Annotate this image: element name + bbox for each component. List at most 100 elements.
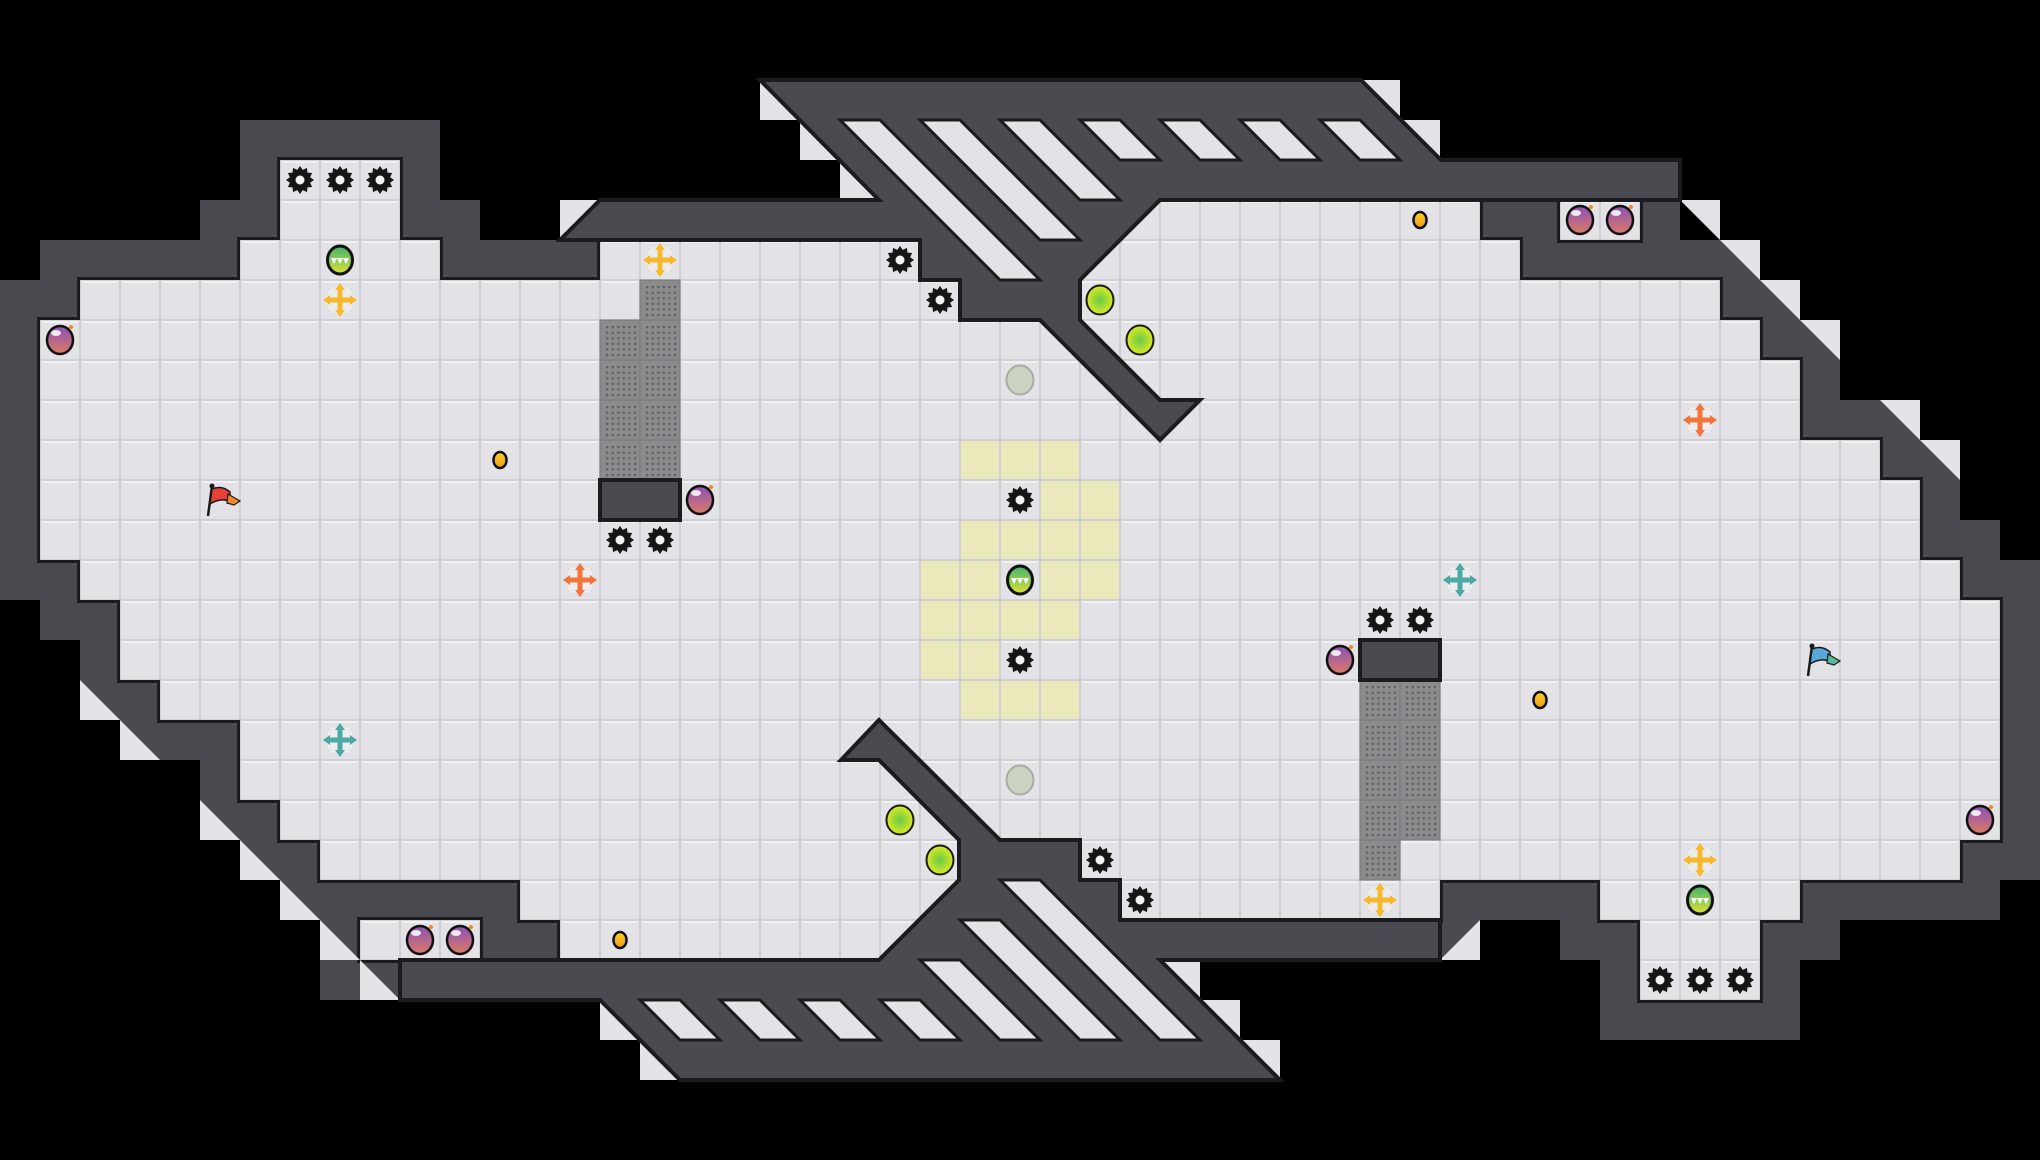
bomb-icon: [1965, 804, 1995, 836]
floor-tile: [800, 720, 840, 760]
floor-tile: [920, 360, 960, 400]
floor-tile: [1400, 240, 1440, 280]
floor-tile: [80, 400, 120, 440]
wall-tile: [280, 840, 320, 880]
floor-tile: [1600, 400, 1640, 440]
wall-tile: [1600, 920, 1640, 960]
floor-tile: [1240, 600, 1280, 640]
floor-tile: [1640, 920, 1680, 960]
floor-tile: [320, 200, 360, 240]
blue-flag-icon: [1806, 643, 1842, 677]
floor-tile: [480, 680, 520, 720]
floor-tile: [1640, 480, 1680, 520]
wall-tile: [200, 720, 240, 760]
wall-tile: [1800, 400, 1840, 440]
floor-tile: [800, 520, 840, 560]
floor-tile: [1200, 800, 1240, 840]
floor-tile: [320, 840, 360, 880]
floor-tile: [320, 360, 360, 400]
floor-tile: [320, 600, 360, 640]
floor-tile: [760, 520, 800, 560]
floor-tile: [1240, 800, 1280, 840]
floor-tile: [1160, 640, 1200, 680]
floor-tile: [1200, 280, 1240, 320]
floor-tile: [440, 480, 480, 520]
floor-tile: [400, 400, 440, 440]
floor-tile: [720, 720, 760, 760]
floor-tile: [200, 600, 240, 640]
wall-notch: [280, 880, 320, 920]
floor-tile: [1280, 600, 1320, 640]
highlight-floor-tile: [1040, 480, 1080, 520]
floor-tile: [600, 600, 640, 640]
floor-tile: [40, 360, 80, 400]
floor-tile: [1880, 600, 1920, 640]
floor-tile: [1200, 480, 1240, 520]
floor-tile: [1600, 640, 1640, 680]
wall-tile: [480, 920, 520, 960]
floor-tile: [1120, 480, 1160, 520]
floor-tile: [800, 280, 840, 320]
wall-tile: [1720, 280, 1760, 320]
floor-tile: [640, 840, 680, 880]
floor-tile: [600, 280, 640, 320]
wall-tile: [1600, 240, 1640, 280]
floor-tile: [280, 600, 320, 640]
floor-tile: [1440, 520, 1480, 560]
structure-gap: [636, 998, 724, 1042]
floor-tile: [1320, 560, 1360, 600]
wall-tile: [1720, 1000, 1760, 1040]
wall-tile: [0, 400, 40, 440]
floor-tile: [1520, 280, 1560, 320]
floor-tile: [1320, 240, 1360, 280]
wall-tile: [0, 280, 40, 320]
floor-tile: [840, 760, 880, 800]
floor-tile: [160, 520, 200, 560]
floor-tile: [1680, 600, 1720, 640]
floor-tile: [840, 240, 880, 280]
floor-tile: [1200, 520, 1240, 560]
floor-tile: [320, 640, 360, 680]
floor-tile: [680, 440, 720, 480]
floor-tile: [400, 480, 440, 520]
solid-block: [1358, 638, 1442, 682]
floor-tile: [720, 400, 760, 440]
floor-tile: [1720, 600, 1760, 640]
floor-tile: [880, 600, 920, 640]
floor-tile: [1320, 600, 1360, 640]
wall-notch: [240, 840, 280, 880]
wall-notch: [200, 800, 240, 840]
floor-tile: [400, 280, 440, 320]
floor-tile: [1720, 680, 1760, 720]
floor-tile: [560, 280, 600, 320]
floor-tile: [1920, 560, 1960, 600]
floor-tile: [800, 320, 840, 360]
floor-tile: [1480, 280, 1520, 320]
floor-tile: [1400, 400, 1440, 440]
floor-tile: [680, 880, 720, 920]
gear-icon: [1406, 606, 1434, 634]
floor-tile: [600, 680, 640, 720]
floor-tile: [1640, 840, 1680, 880]
floor-tile: [1560, 320, 1600, 360]
floor-tile: [1080, 760, 1120, 800]
floor-tile: [1760, 560, 1800, 600]
floor-tile: [1760, 600, 1800, 640]
floor-tile: [240, 400, 280, 440]
floor-tile: [40, 440, 80, 480]
wall-tile: [400, 880, 440, 920]
floor-tile: [1160, 200, 1200, 240]
floor-tile: [640, 800, 680, 840]
floor-tile: [400, 680, 440, 720]
gear-icon: [1686, 966, 1714, 994]
grate-tile: [1359, 799, 1401, 841]
floor-tile: [360, 640, 400, 680]
wall-tile: [1760, 920, 1800, 960]
floor-tile: [1120, 520, 1160, 560]
grate-tile: [1399, 719, 1441, 761]
floor-tile: [1400, 440, 1440, 480]
floor-tile: [480, 480, 520, 520]
floor-tile: [1440, 440, 1480, 480]
wall-tile: [400, 200, 440, 240]
floor-tile: [1720, 480, 1760, 520]
